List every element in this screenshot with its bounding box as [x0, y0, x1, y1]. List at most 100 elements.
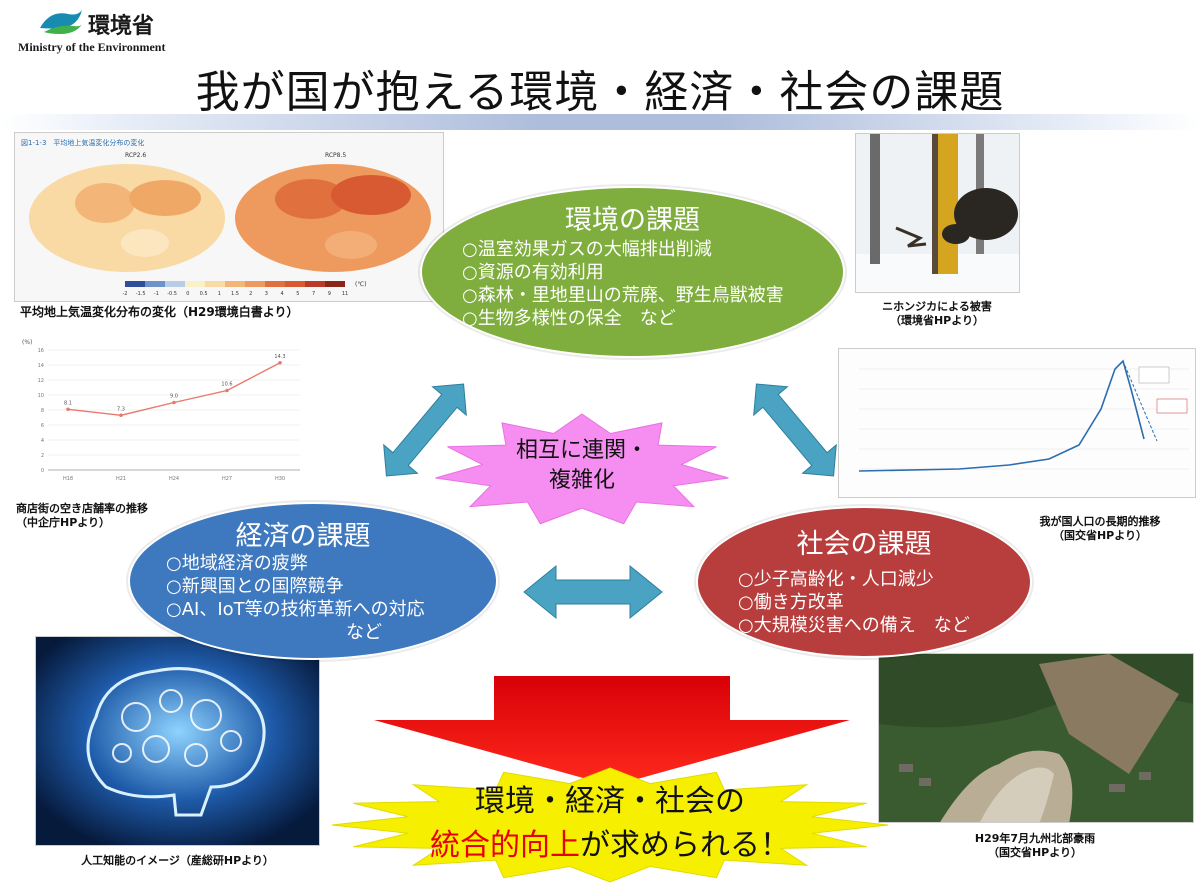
map-legend-tick-label: 7: [312, 291, 315, 297]
map-legend-tick-label: 1: [218, 291, 221, 297]
chart-data-label: 8.1: [64, 400, 72, 406]
map-legend-tick-label: -2: [123, 291, 128, 297]
map-caption: 平均地上気温変化分布の変化（H29環境白書より）: [20, 305, 299, 319]
map-legend-tick-label: -1.5: [136, 291, 146, 297]
map-left-label: RCP2.6: [125, 152, 146, 159]
flood-photo-graphic: [879, 654, 1193, 822]
map-legend-tick-label: 11: [342, 291, 348, 297]
flood-caption-title: H29年7月九州北部豪雨: [974, 832, 1096, 845]
chart-data-point: [119, 413, 123, 418]
environment-issue-item: ○森林・里地里山の荒廃、野生鳥獣被害: [462, 285, 784, 306]
map-legend-tick-label: 2: [249, 291, 252, 297]
double-arrow-env-society-icon: [753, 383, 837, 477]
population-caption-title: 我が国人口の長期的推移: [1039, 515, 1161, 528]
ministry-logo: 環境省 Ministry of the Environment: [18, 4, 168, 56]
ai-brain-image: [35, 636, 320, 846]
chart-data-point: [278, 360, 282, 365]
map-legend-tick-label: -1: [154, 291, 159, 297]
chart-y-tick-label: 10: [38, 393, 44, 399]
flood-caption-source: （国交省HPより）: [987, 846, 1083, 859]
chart-x-tick-label: H18: [63, 476, 73, 482]
vacancy-rate-caption: 商店街の空き店舗率の推移 （中企庁HPより）: [16, 502, 148, 530]
society-issue-item: ○大規模災害への備え など: [738, 615, 970, 636]
environment-issues-ellipse: 環境の課題 ○温室効果ガスの大幅排出削減 ○資源の有効利用 ○森林・里地里山の荒…: [420, 186, 845, 358]
chart-data-label: 9.0: [170, 394, 178, 400]
conclusion-line-1: 環境・経済・社会の: [475, 784, 745, 819]
conclusion-starburst-icon: [331, 767, 889, 883]
ai-brain-graphic: [36, 637, 319, 845]
environment-issues-title: 環境の課題: [565, 205, 700, 236]
environment-issues-list: ○温室効果ガスの大幅排出削減 ○資源の有効利用 ○森林・里地里山の荒廃、野生鳥獣…: [462, 238, 784, 330]
environment-issue-item: ○温室効果ガスの大幅排出削減: [462, 239, 712, 260]
interconnection-line-2: 複雑化: [548, 468, 615, 493]
map-color-legend: [125, 281, 345, 287]
chart-y-tick-label: 8: [41, 408, 44, 414]
map-legend-tick-label: 0: [186, 291, 189, 297]
conclusion-rest: が求められる！: [580, 828, 790, 863]
map-legend-tick-label: 3: [265, 291, 268, 297]
economy-issue-item: ○新興国との国際競争: [166, 576, 344, 597]
chart-data-point: [172, 400, 176, 405]
interconnection-label: 相互に連関・ 複雑化: [432, 436, 732, 496]
conclusion-line-2: 統合的向上が求められる！: [380, 820, 840, 864]
economy-issues-title: 経済の課題: [235, 521, 371, 552]
society-issues-list: ○少子高齢化・人口減少 ○働き方改革 ○大規模災害への備え など: [738, 568, 970, 637]
chart-y-tick-label: 0: [41, 468, 44, 474]
org-name-en: Ministry of the Environment: [18, 40, 166, 54]
chart-x-tick-label: H21: [116, 476, 126, 482]
society-issues-ellipse: 社会の課題 ○少子高齢化・人口減少 ○働き方改革 ○大規模災害への備え など: [696, 506, 1032, 658]
vacancy-rate-caption-source: （中企庁HPより）: [16, 516, 111, 529]
map-legend-unit: (℃): [355, 281, 366, 288]
deer-caption: ニホンジカによる被害 （環境省HPより）: [842, 300, 1032, 328]
economy-issue-item: など: [166, 622, 382, 643]
chart-y-tick-label: 14: [38, 363, 44, 369]
environment-issue-item: ○生物多様性の保全 など: [462, 308, 676, 329]
org-name-ja: 環境省: [88, 14, 155, 39]
vacancy-rate-caption-title: 商店街の空き店舗率の推移: [16, 502, 148, 515]
environment-issue-item: ○資源の有効利用: [462, 262, 604, 283]
map-legend-tick-label: -0.5: [167, 291, 177, 297]
chart-data-label: 7.3: [117, 406, 125, 412]
chart-ylabel: (%): [22, 339, 32, 346]
society-issue-item: ○少子高齢化・人口減少: [738, 569, 934, 590]
chart-x-tick-label: H30: [275, 476, 285, 482]
deer-damage-photo: [855, 133, 1020, 293]
population-trend-graphic: [839, 349, 1195, 497]
economy-issues-list: ○地域経済の疲弊 ○新興国との国際競争 ○AI、IoT等の技術革新への対応 など: [166, 552, 425, 644]
chart-x-tick-label: H27: [222, 476, 232, 482]
chart-y-tick-label: 2: [41, 453, 44, 459]
chart-x-tick-label: H24: [169, 476, 179, 482]
chart-y-tick-label: 16: [38, 348, 44, 354]
economy-issues-ellipse: 経済の課題 ○地域経済の疲弊 ○新興国との国際競争 ○AI、IoT等の技術革新へ…: [128, 502, 498, 660]
deer-caption-source: （環境省HPより）: [889, 314, 985, 327]
society-issues-title: 社会の課題: [796, 529, 932, 560]
population-trend-image: [838, 348, 1196, 498]
flood-caption: H29年7月九州北部豪雨 （国交省HPより）: [900, 832, 1170, 860]
chart-data-point: [225, 388, 229, 393]
world-map-right: [235, 164, 431, 272]
interconnection-line-1: 相互に連関・: [515, 438, 648, 463]
chart-data-point: [66, 407, 70, 412]
deer-caption-title: ニホンジカによる被害: [882, 300, 992, 313]
ai-caption: 人工知能のイメージ（産総研HPより）: [81, 854, 274, 867]
temperature-map-graphic: 図1-1-3 平均地上気温変化分布の変化 RCP2.6 RCP8.5 -2-1.…: [15, 133, 443, 301]
chart-y-tick-label: 4: [41, 438, 44, 444]
leaf-wave-icon: [40, 10, 82, 34]
society-issue-item: ○働き方改革: [738, 592, 844, 613]
chart-data-label: 10.6: [221, 382, 232, 388]
map-panel-title: 図1-1-3 平均地上気温変化分布の変化: [21, 138, 144, 147]
chart-y-tick-label: 12: [38, 378, 44, 384]
double-arrow-env-economy-icon: [383, 383, 467, 477]
world-map-left: [29, 164, 225, 272]
deer-photo-graphic: [856, 134, 1019, 292]
chart-data-label: 14.3: [274, 354, 285, 360]
map-legend-tick-label: 9: [328, 291, 331, 297]
population-caption: 我が国人口の長期的推移 （国交省HPより）: [1010, 515, 1190, 543]
center-starburst-icon: [435, 413, 729, 525]
population-caption-source: （国交省HPより）: [1052, 529, 1148, 542]
temperature-map-image: 図1-1-3 平均地上気温変化分布の変化 RCP2.6 RCP8.5 -2-1.…: [14, 132, 444, 302]
page-title: 我が国が抱える環境・経済・社会の課題: [195, 67, 1005, 118]
